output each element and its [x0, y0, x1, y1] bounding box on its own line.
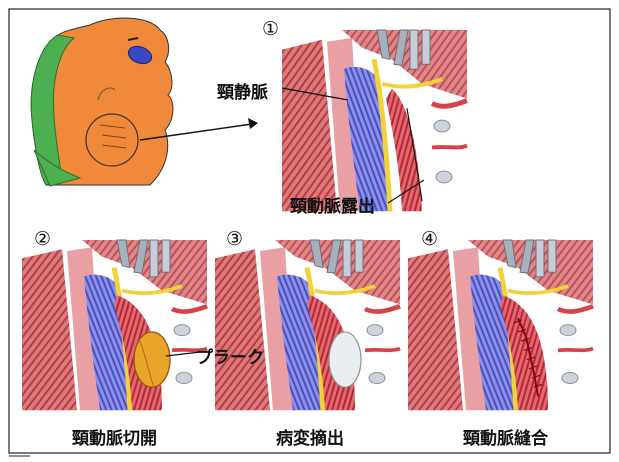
carotid-leader-line [387, 179, 425, 204]
jugular-leader-line [281, 87, 349, 101]
plaque-leader-line [165, 351, 201, 357]
plaque-label: プラーク [196, 348, 264, 368]
step-1-marker: ① [262, 18, 280, 40]
carotid-suture-label: 頸動脈縫合 [463, 429, 548, 449]
step-3-marker: ③ [226, 228, 244, 250]
lesion-removal-label: 病変摘出 [276, 429, 344, 449]
carotid-exposure-label: 頸動脈露出 [290, 197, 375, 217]
panel-step-3 [215, 240, 400, 410]
pointer-arrow [139, 118, 258, 141]
panel-step-1 [282, 30, 467, 211]
carotid-artery [386, 88, 422, 212]
removed-lesion-area [328, 331, 362, 388]
jugular-vein-label: 頸静脈 [217, 83, 268, 103]
incision-circle [85, 113, 139, 167]
carotid-incision-label: 頸動脈切開 [72, 429, 157, 449]
step-4-marker: ④ [421, 228, 439, 250]
plaque-shape [133, 331, 171, 388]
mask-icon [127, 45, 153, 65]
head-illustration [30, 17, 174, 187]
panel-step-4 [408, 240, 593, 410]
panel-step-2 [22, 240, 207, 410]
step-2-marker: ② [34, 228, 52, 250]
